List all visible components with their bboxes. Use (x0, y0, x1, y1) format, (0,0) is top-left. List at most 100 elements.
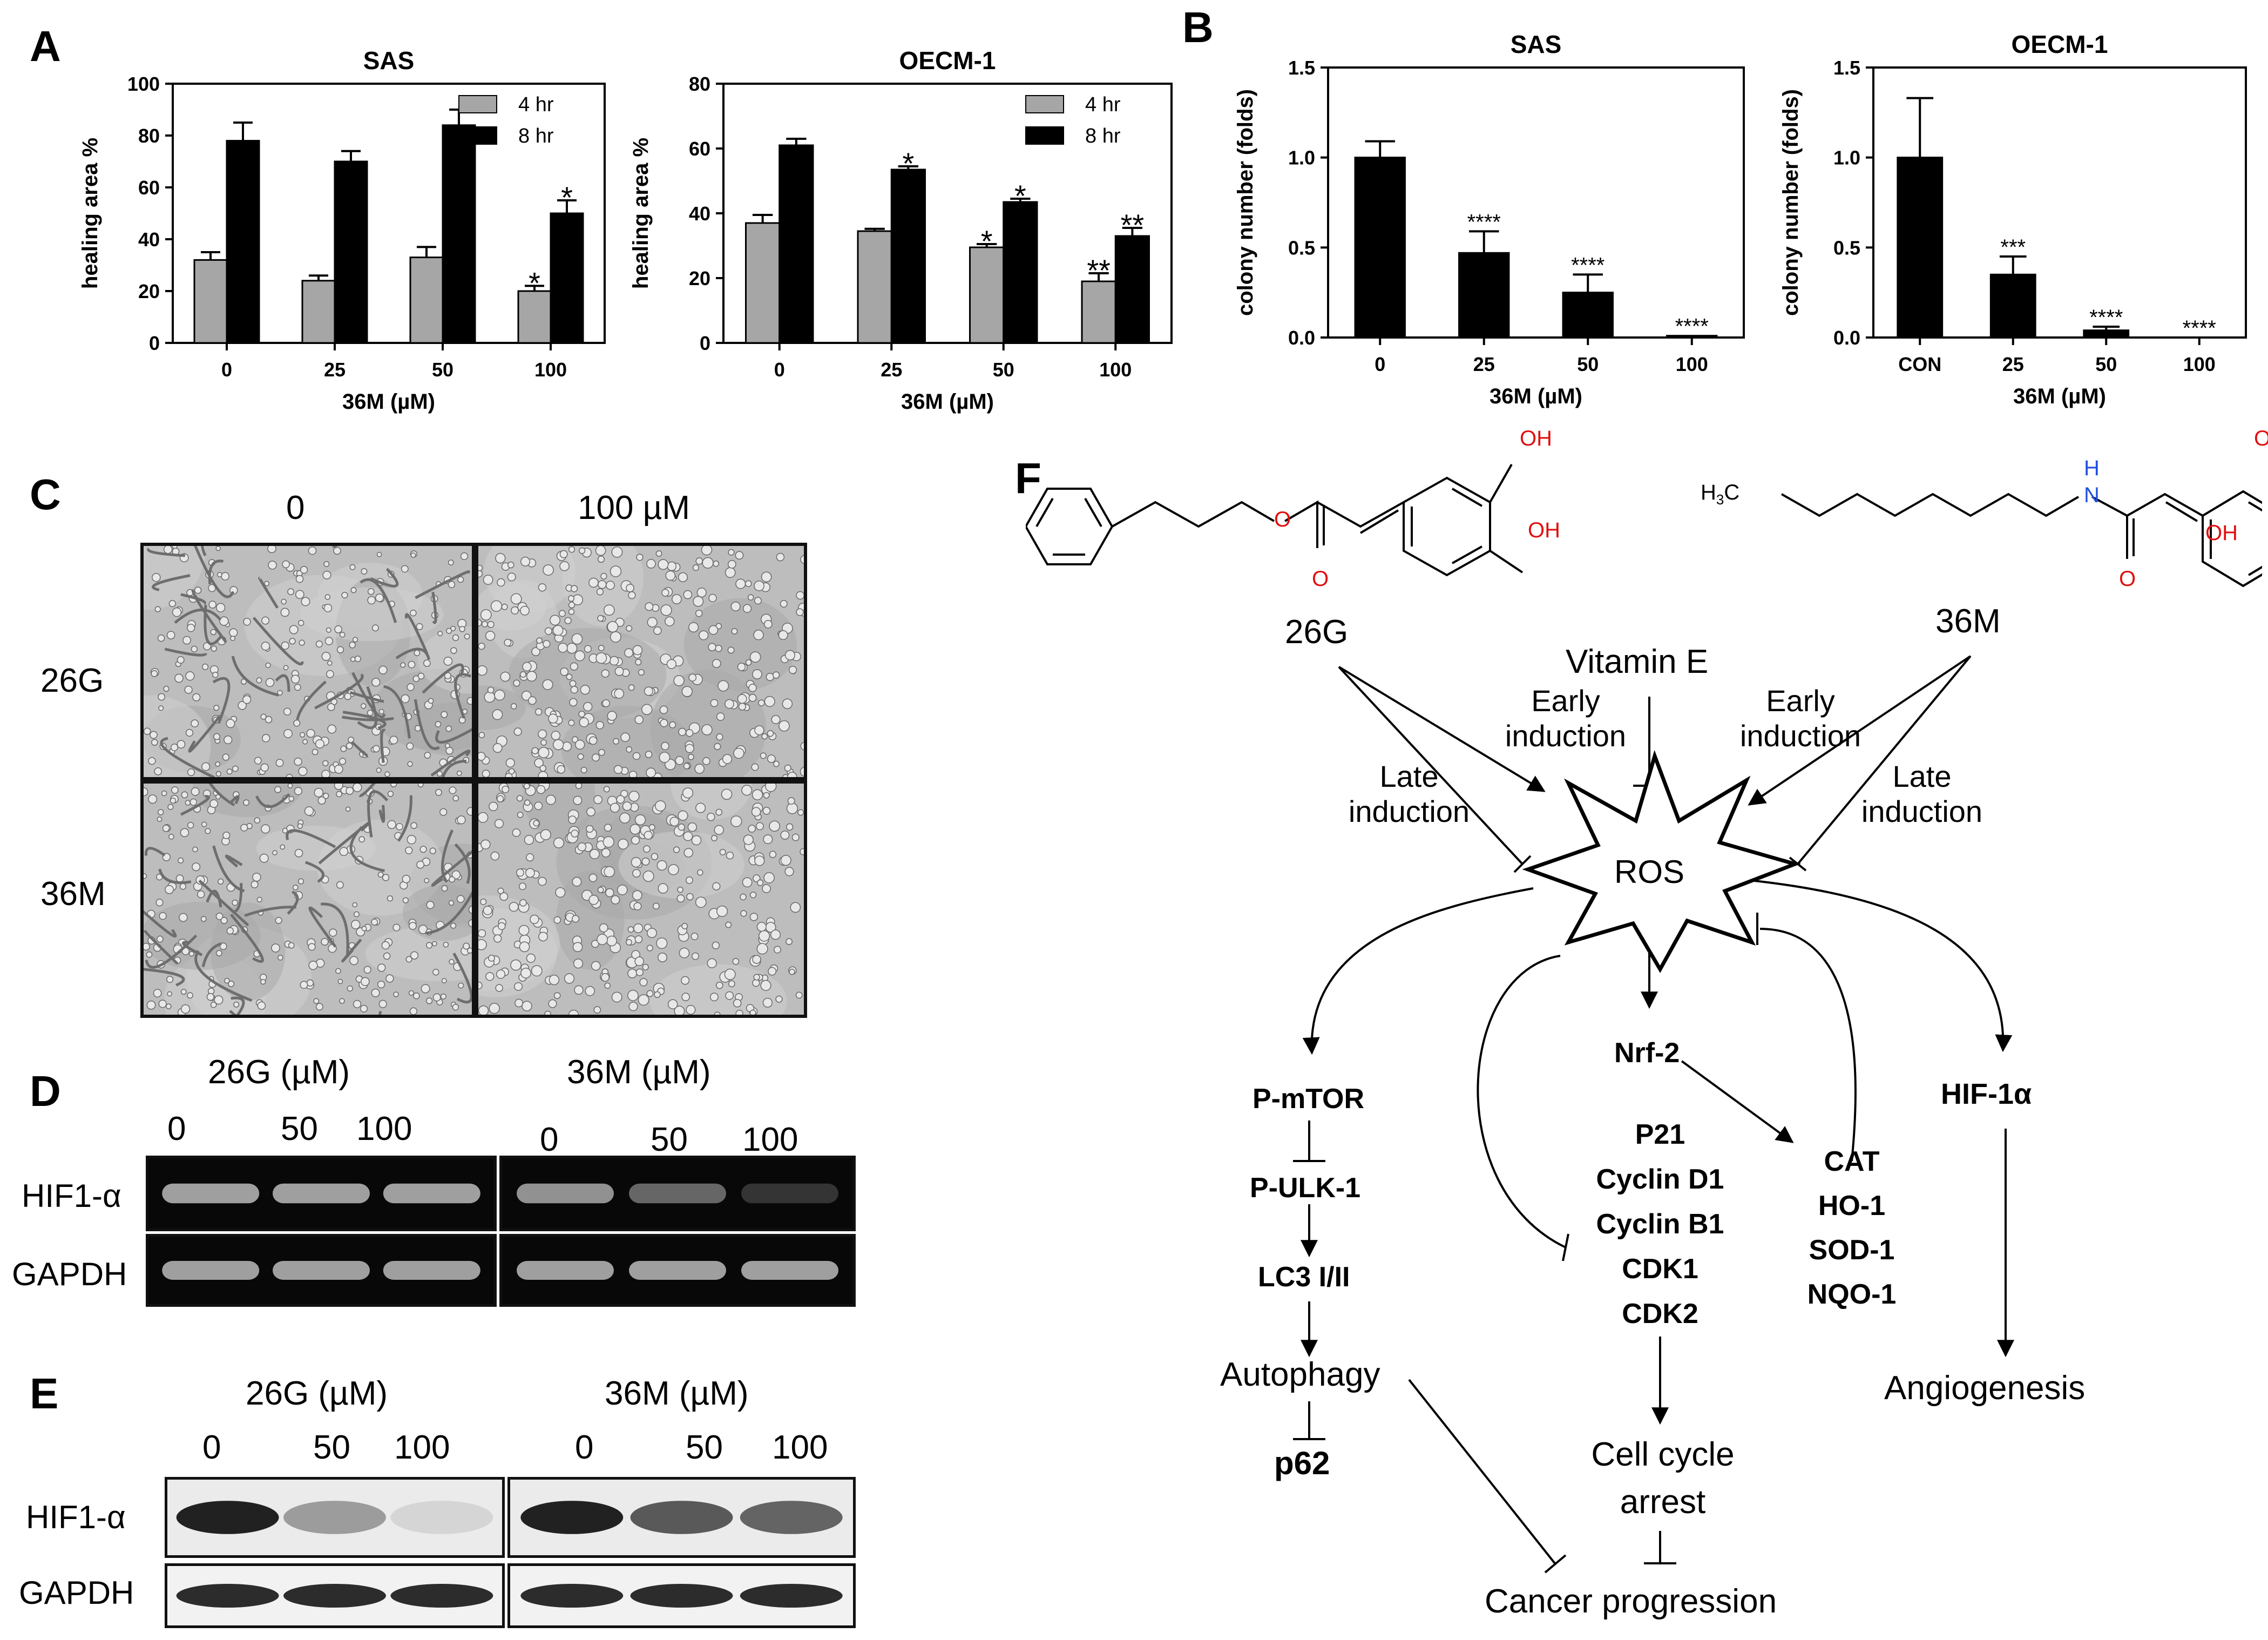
micrograph-cell (314, 787, 323, 798)
micrograph-cell (716, 905, 728, 917)
chart-2-bar (1458, 252, 1510, 339)
micrograph-tube (380, 728, 386, 763)
micrograph-tube (174, 608, 222, 624)
micrograph-tube (234, 883, 243, 913)
micrograph-tube (180, 795, 210, 816)
gel-band (629, 1261, 726, 1280)
micrograph-cell (542, 679, 553, 690)
micrograph-cell (632, 752, 641, 760)
micrograph-cell (349, 564, 356, 570)
micrograph-cell (642, 963, 649, 970)
micrograph-cell (390, 784, 397, 787)
panel-d-lane-36m-0: 0 (540, 1121, 559, 1158)
chart-1-significance: ** (1087, 253, 1111, 287)
label-lc3: LC3 I/II (1258, 1261, 1350, 1293)
micrograph-cell (489, 1003, 500, 1014)
label-early-36m-2: induction (1739, 719, 1861, 753)
panel-e-lane-26g-50: 50 (313, 1429, 350, 1466)
micrograph-cell (627, 990, 639, 1001)
micrograph-cell (200, 916, 207, 922)
panel-label-a: A (30, 22, 61, 70)
micrograph-tube (194, 546, 235, 598)
gene-nqo1: NQO-1 (1807, 1279, 1897, 1310)
micrograph-cell (446, 627, 452, 634)
micrograph-cell (721, 788, 733, 800)
micrograph-cell (536, 785, 546, 794)
micrograph-tube (212, 677, 231, 724)
micrograph-cell (322, 760, 329, 767)
micrograph-cell (144, 942, 150, 951)
micrograph-cell (425, 997, 433, 1004)
micrograph-cell (617, 885, 628, 895)
micrograph-cell (457, 576, 464, 583)
micrograph-cell (219, 942, 227, 950)
micrograph-cell (626, 584, 634, 592)
micrograph-cell (628, 684, 635, 691)
micrograph-cell (791, 833, 800, 841)
micrograph-cell (666, 659, 677, 669)
micrograph-cell (165, 885, 174, 894)
micrograph-cell (301, 597, 310, 606)
chart-3-significance: **** (2089, 306, 2123, 329)
micrograph-cell (294, 684, 301, 691)
micrograph-cell (341, 591, 348, 599)
micrograph-cell (346, 787, 354, 795)
micrograph-cell (468, 905, 472, 914)
micrograph-cell (201, 821, 207, 827)
micrograph-tube (275, 674, 290, 692)
micrograph-cell (732, 958, 740, 965)
chart-1-bar (857, 230, 892, 344)
micrograph-cell (155, 899, 164, 907)
micrograph-cell (448, 559, 454, 566)
micrograph-cell (478, 570, 483, 578)
micrograph-cell (224, 977, 230, 984)
36m-h3c-sub: 3 (1716, 491, 1724, 508)
chart-2-xtick-label: 25 (1473, 353, 1495, 375)
micrograph-cell (645, 602, 654, 611)
micrograph-cell (260, 979, 266, 985)
micrograph-tube (378, 805, 385, 823)
micrograph-cell (534, 801, 543, 811)
micrograph-cell (678, 810, 688, 821)
micrograph-cell (373, 745, 380, 753)
micrograph-cell (631, 835, 640, 845)
micrograph-cell (478, 981, 483, 990)
micrograph-cell (167, 804, 174, 810)
micrograph-cell (514, 982, 523, 991)
chart-0-xtick-label: 25 (324, 359, 346, 381)
micrograph-tube (431, 850, 472, 887)
micrograph-cell (187, 992, 193, 999)
micrograph-cell (282, 828, 288, 834)
micrograph-cell (401, 565, 409, 573)
micrograph-cell (283, 665, 289, 671)
gel-d-gapdh-26g (146, 1234, 497, 1307)
micrograph-cell (628, 771, 638, 777)
micrograph-cell (685, 744, 694, 753)
micrograph-cell (201, 762, 211, 771)
micrograph-cell (510, 593, 522, 605)
micrograph-cell (441, 885, 448, 892)
micrograph-cell (588, 736, 598, 745)
micrograph-cell (336, 646, 344, 653)
micrograph-cell (377, 980, 385, 989)
micrograph-cell (538, 771, 549, 777)
micrograph-cell (688, 753, 694, 760)
micrograph-cell (281, 598, 287, 605)
micrograph-tube (188, 714, 221, 753)
micrograph-cell (302, 739, 308, 745)
chart-1-legend-label: 4 hr (1085, 93, 1121, 116)
panel-label-d: D (30, 1067, 61, 1115)
micrograph-cell (432, 969, 439, 976)
micrograph-cell (518, 882, 526, 890)
micrograph-cell (378, 665, 388, 674)
micrograph-cell (744, 580, 752, 588)
micrograph-tube (201, 942, 222, 968)
gene-cyclin-b1: Cyclin B1 (1596, 1209, 1724, 1240)
chart-0-bar (409, 257, 444, 344)
micrograph-cell (191, 787, 200, 796)
micrograph-cell (226, 768, 233, 775)
micrograph-cell (345, 806, 351, 812)
micrograph-36m-100-texture (478, 784, 804, 1015)
micrograph-cell (192, 846, 198, 853)
micrograph-cell (440, 993, 446, 1000)
